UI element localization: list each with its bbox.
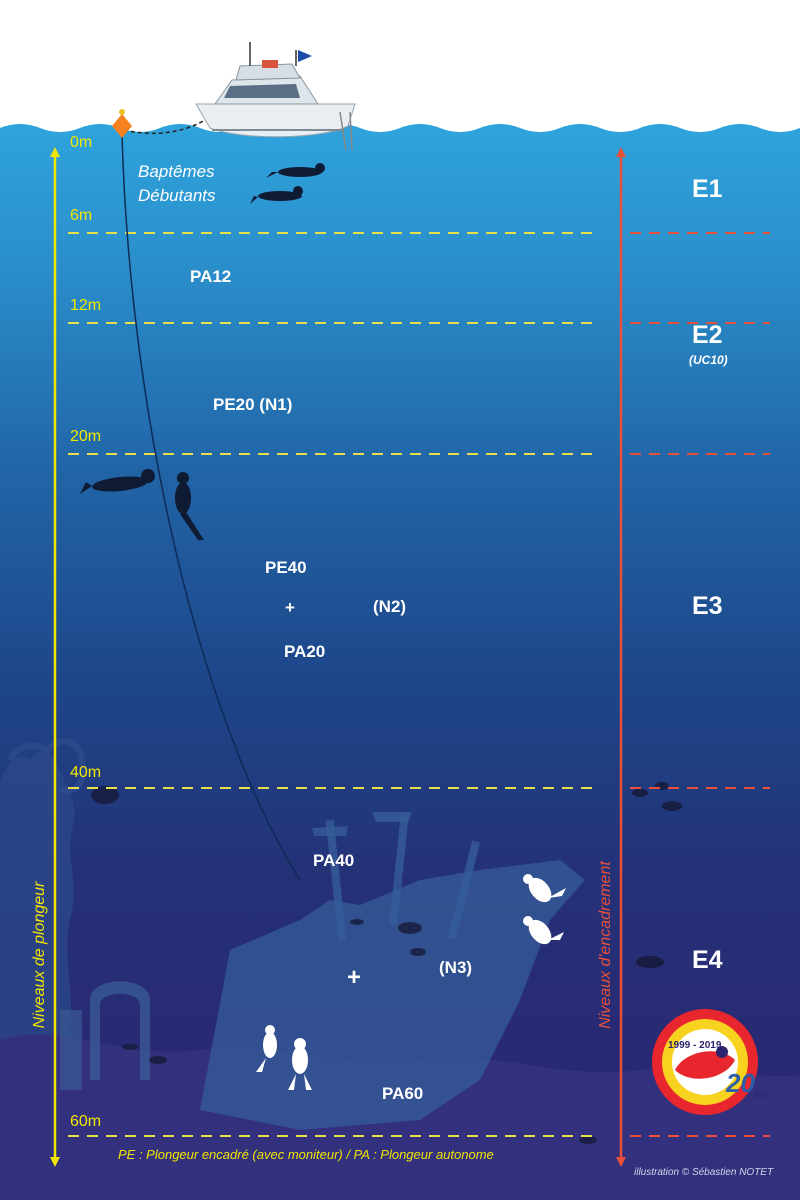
legend-text: PE : Plongeur encadré (avec moniteur) / … — [118, 1147, 494, 1162]
level-pa20: PA20 — [284, 642, 326, 661]
intro-line-2: Débutants — [138, 186, 216, 205]
depth-label-12m: 12m — [70, 297, 102, 314]
level-pe20: PE20 (N1) — [213, 395, 293, 414]
water — [0, 124, 800, 1200]
supervision-e1: E1 — [692, 175, 723, 203]
illustration-credit: illustration © Sébastien NOTET — [634, 1167, 774, 1178]
level-pe40: PE40 — [265, 558, 307, 577]
level-pa60: PA60 — [382, 1084, 424, 1103]
left-axis-title: Niveaux de plongeur — [31, 881, 48, 1029]
depth-label-6m: 6m — [70, 207, 93, 224]
boat-icon — [195, 42, 356, 151]
level-n3: (N3) — [439, 958, 473, 977]
club-badge-logo — [652, 1009, 758, 1115]
ruins-arch — [90, 981, 150, 1080]
buoy-icon — [112, 114, 132, 138]
depth-lines — [68, 232, 770, 1137]
supervision-e3: E3 — [692, 592, 723, 620]
diver-silhouette-dark — [80, 163, 325, 540]
buoy-rope — [121, 133, 301, 881]
depth-label-40m: 40m — [70, 764, 102, 781]
depth-label-0m: 0m — [70, 134, 93, 151]
supervision-e2: E2 — [692, 321, 723, 349]
badge-years: 1999 - 2019 — [668, 1040, 722, 1051]
level-n2: (N2) — [373, 597, 407, 616]
level-plus-n2: + — [285, 598, 295, 617]
intro-line-1: Baptêmes — [138, 162, 215, 181]
depth-label-20m: 20m — [70, 428, 102, 445]
right-axis-title: Niveaux d'encadrement — [597, 861, 614, 1029]
badge-suffix: ans — [754, 1090, 768, 1099]
diver-silhouette-white — [256, 874, 566, 1090]
level-plus-n3: + — [347, 964, 362, 991]
supervision-e4: E4 — [692, 946, 723, 974]
level-pa12: PA12 — [190, 267, 232, 286]
level-pa40: PA40 — [313, 851, 355, 870]
badge-number: 20 — [726, 1068, 755, 1098]
supervision-e2-note: (UC10) — [689, 353, 728, 367]
depth-label-60m: 60m — [70, 1113, 102, 1130]
